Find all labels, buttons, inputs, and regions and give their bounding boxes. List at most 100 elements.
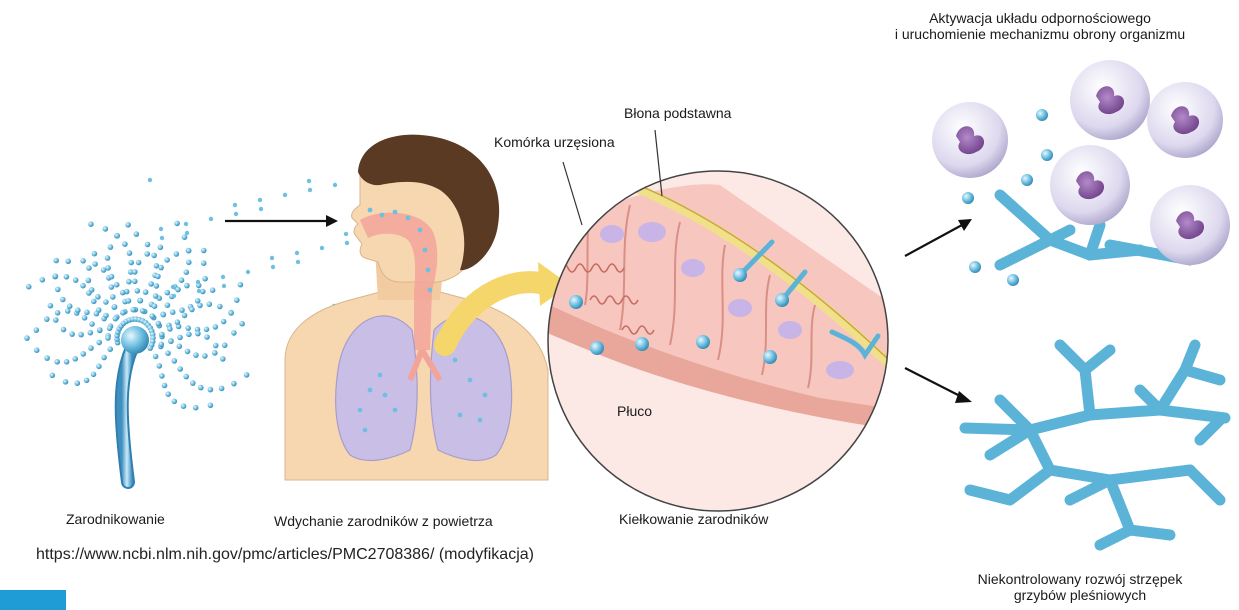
spore (159, 227, 163, 231)
spore (167, 326, 173, 332)
spore (204, 327, 210, 333)
spore (149, 313, 155, 319)
spore (233, 203, 237, 207)
spore (165, 290, 171, 296)
spore (763, 350, 777, 364)
spore (94, 311, 100, 317)
spore (159, 342, 165, 348)
spore (165, 391, 171, 397)
spore (157, 363, 163, 369)
spore (55, 287, 61, 293)
spore (258, 198, 262, 202)
spore (185, 349, 191, 355)
spore (345, 241, 349, 245)
spore (158, 265, 164, 271)
spore (185, 231, 189, 235)
spore (53, 273, 59, 279)
spore (110, 294, 116, 300)
label-lung: Płuco (617, 403, 652, 419)
spore (82, 315, 88, 321)
spore (50, 373, 56, 379)
spore (120, 290, 126, 296)
spore (134, 231, 140, 237)
spore (283, 193, 287, 197)
spore (148, 178, 152, 182)
spore (238, 282, 244, 288)
spore (145, 242, 151, 248)
spore (107, 346, 113, 352)
spore (114, 233, 120, 239)
spore (105, 265, 111, 271)
spore (95, 294, 101, 300)
spore (344, 232, 348, 236)
spore (378, 373, 383, 378)
spore (78, 332, 84, 338)
spore (172, 399, 178, 405)
spore (221, 319, 227, 325)
spore (177, 366, 183, 372)
spore (170, 309, 176, 315)
spore (202, 276, 208, 282)
spore (103, 226, 109, 232)
spore (210, 287, 216, 293)
spore (63, 379, 69, 385)
label-germination: Kiełkowanie zarodników (619, 511, 768, 527)
spore (969, 261, 981, 273)
spore (383, 393, 388, 398)
spore (193, 352, 199, 358)
spore (40, 277, 46, 283)
person-illustration (285, 135, 548, 480)
spore (88, 221, 94, 227)
spore (158, 245, 164, 251)
spore (88, 330, 94, 336)
spore (182, 313, 188, 319)
label-inhalation: Wdychanie zarodników z powietrza (274, 513, 493, 529)
spore (103, 299, 109, 305)
spore (44, 316, 50, 322)
spore (113, 316, 119, 322)
spore (165, 302, 171, 308)
spore (197, 303, 203, 309)
spore (159, 332, 165, 338)
spore (1021, 174, 1033, 186)
immune-response-illustration (932, 60, 1230, 286)
spore (108, 244, 114, 250)
spore (72, 356, 78, 362)
spore (231, 381, 237, 387)
spore (1041, 149, 1053, 161)
spore (24, 335, 30, 341)
label-ciliated-cell: Komórka urzęsiona (494, 134, 615, 150)
spore (308, 188, 312, 192)
arrow-to-nose (225, 215, 338, 227)
spore (207, 301, 213, 307)
spore (89, 321, 95, 327)
spore (168, 339, 174, 345)
spore (368, 388, 373, 393)
spore (114, 282, 120, 288)
spore (154, 283, 160, 289)
spore (172, 294, 176, 298)
spore (393, 210, 398, 215)
spore (160, 236, 164, 240)
spore (86, 265, 92, 271)
spore (152, 303, 158, 309)
spore (184, 283, 190, 289)
spore (153, 293, 159, 299)
spore (148, 281, 154, 287)
spore (128, 260, 134, 266)
spore (201, 260, 207, 266)
label-immune-activation: Aktywacja układu odpornościowego i uruch… (840, 10, 1239, 42)
source-citation: https://www.ncbi.nlm.nih.gov/pmc/article… (36, 546, 534, 564)
spore (109, 284, 115, 290)
spore (175, 319, 181, 325)
spore (177, 344, 183, 350)
spore (122, 241, 128, 247)
label-uncontrolled-line2: grzybów pleśniowych (940, 587, 1220, 603)
spore (363, 428, 368, 433)
spore (222, 342, 228, 348)
spore (131, 307, 137, 313)
spore (201, 248, 207, 254)
spore (182, 234, 188, 240)
spore (86, 278, 92, 284)
